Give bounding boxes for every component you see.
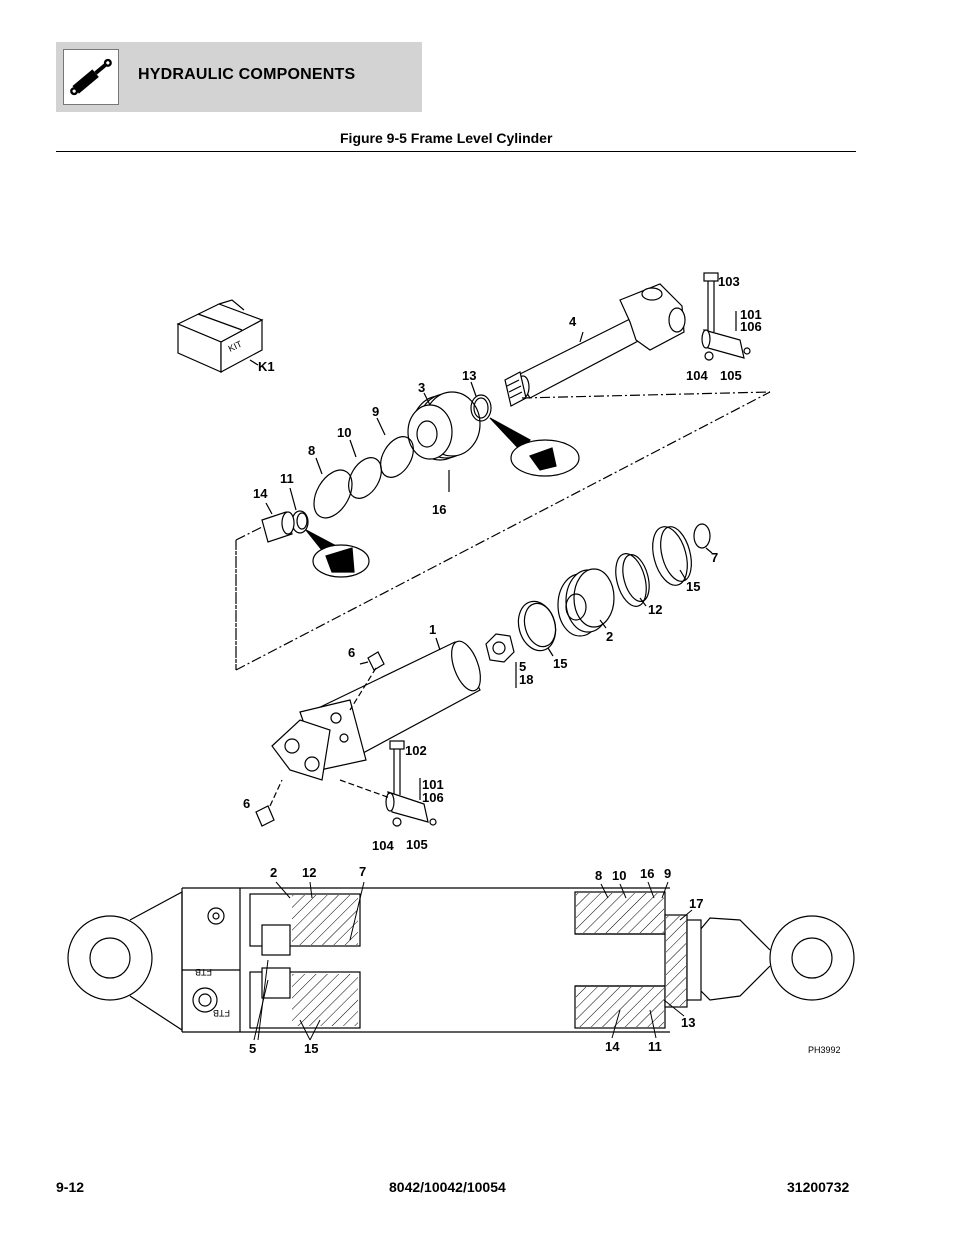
drawing-id: PH3992	[808, 1045, 841, 1055]
callout-number: 105	[720, 368, 742, 383]
callout-number: K1	[258, 359, 275, 374]
callout-number: 14	[253, 486, 268, 501]
piston	[407, 391, 481, 461]
callout-number: 106	[740, 319, 762, 334]
callout-number: 2	[270, 865, 277, 880]
callout-number: 6	[348, 645, 355, 660]
callout-number: 5	[519, 659, 526, 674]
figure-title: Figure 9-5 Frame Level Cylinder	[340, 130, 553, 146]
callout-number: 16	[640, 866, 654, 881]
callout-number: 18	[519, 672, 533, 687]
section-title: HYDRAULIC COMPONENTS	[138, 66, 356, 83]
callout-number: 14	[605, 1039, 620, 1054]
page-number: 9-12	[56, 1179, 85, 1195]
callout-number: 105	[406, 837, 428, 852]
callout-number: 17	[689, 896, 703, 911]
callout-number: 102	[405, 743, 427, 758]
kit-box	[176, 299, 264, 374]
callout-number: 4	[569, 314, 577, 329]
hatched-sections	[292, 893, 686, 1027]
callout-number: 104	[372, 838, 394, 853]
barrel	[271, 640, 481, 781]
model-numbers: 8042/10042/10054	[389, 1179, 506, 1195]
callout-number: 103	[718, 274, 740, 289]
callout-number: 7	[711, 550, 718, 565]
port-label: FTB	[213, 1008, 230, 1018]
callout-number: 10	[612, 868, 626, 883]
callout-number: 15	[304, 1041, 318, 1056]
callout-number: 12	[302, 865, 316, 880]
callout-number: 101	[422, 777, 444, 792]
callout-number: 7	[359, 864, 366, 879]
callout-number: 11	[648, 1039, 662, 1054]
callout-number: 2	[606, 629, 613, 644]
callout-number: 10	[337, 425, 351, 440]
callout-number: 15	[553, 656, 567, 671]
callout-number: 3	[418, 380, 425, 395]
callout-number: 101	[740, 307, 762, 322]
port-label: FTB	[195, 967, 212, 977]
callout-labels: 103 101 106 104 105 4 K1 13 3 9 10 8 11 …	[195, 274, 841, 1056]
callout-number: 106	[422, 790, 444, 805]
section-header: HYDRAULIC COMPONENTS	[56, 42, 422, 112]
callout-number: 8	[595, 868, 602, 883]
callout-number: 5	[249, 1041, 256, 1056]
manual-number: 31200732	[787, 1179, 850, 1195]
callout-number: 8	[308, 443, 315, 458]
callout-number: 13	[681, 1015, 695, 1030]
section-view	[67, 887, 855, 1033]
hydraulic-cylinder-icon	[63, 49, 119, 105]
callout-number: 9	[372, 404, 379, 419]
callout-number: 11	[280, 471, 294, 486]
callout-number: 104	[686, 368, 708, 383]
callout-number: 6	[243, 796, 250, 811]
callout-number: 16	[432, 502, 446, 517]
callout-number: 12	[648, 602, 662, 617]
callout-number: 1	[429, 622, 436, 637]
callout-number: 13	[462, 368, 476, 383]
callout-number: 15	[686, 579, 700, 594]
callout-number: 9	[664, 866, 671, 881]
rod	[504, 283, 686, 407]
header-rule	[56, 151, 856, 152]
